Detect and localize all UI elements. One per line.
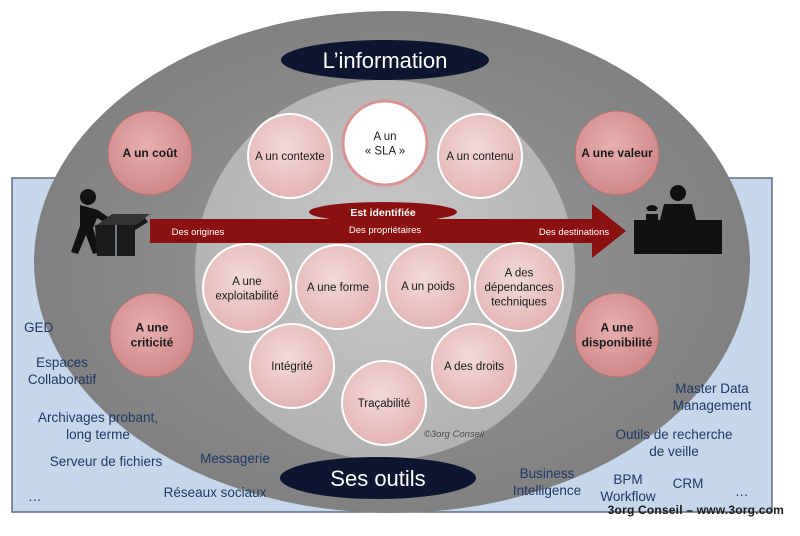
- label-valeur: A une valeur: [581, 146, 653, 160]
- person-at-desk-icon: [634, 185, 722, 254]
- circle-sla: [341, 99, 429, 187]
- label-sla: A un« SLA »: [365, 131, 405, 158]
- circle-cout: [107, 110, 193, 196]
- title: L’information: [323, 48, 448, 73]
- arrow-origins: Des origines: [172, 227, 225, 238]
- person-packing-icon: [71, 189, 150, 256]
- tool-serveur-fichiers: Serveur de fichiers: [49, 454, 163, 469]
- label-cout: A un coût: [123, 146, 178, 160]
- circle-integrite: [249, 323, 335, 409]
- label-contenu: A un contenu: [446, 151, 513, 163]
- circle-forme: [295, 244, 381, 330]
- tool-ellipsis-left: …: [28, 489, 42, 504]
- tool-messagerie: Messagerie: [200, 451, 270, 466]
- circle-dependances: [474, 242, 564, 332]
- tool-crm: CRM: [672, 476, 704, 491]
- circle-valeur: [574, 110, 660, 196]
- watermark: ©3org Conseil: [424, 429, 485, 440]
- circle-poids: [385, 243, 471, 329]
- tool-master-data: Master Data Management: [672, 381, 752, 413]
- tool-ellipsis-right: …: [735, 484, 749, 499]
- tool-business-intelligence: Business Intelligence: [512, 466, 582, 498]
- title-pill: [281, 40, 489, 80]
- arrow-identified: Est identifiée: [350, 207, 416, 219]
- tool-ged: GED: [24, 320, 54, 335]
- label-forme: A une forme: [307, 282, 369, 294]
- arrow-owners: Des propriétaires: [349, 225, 422, 236]
- flow-arrow: [150, 204, 626, 258]
- arrow-destinations: Des destinations: [539, 227, 609, 238]
- label-poids: A un poids: [401, 281, 455, 293]
- circle-disponibilite: [574, 292, 660, 378]
- tool-bpm-workflow: BPM Workflow: [600, 472, 656, 504]
- tool-espaces-collaboratif: Espaces Collaboratif: [27, 355, 97, 387]
- label-integrite: Intégrité: [271, 361, 313, 373]
- circle-contexte: [247, 113, 333, 199]
- circle-exploitabilite: [202, 243, 292, 333]
- bottom-title: Ses outils: [330, 466, 425, 491]
- label-contexte: A un contexte: [255, 151, 325, 163]
- identified-banner: [309, 202, 457, 222]
- tool-outils-recherche: Outils de recherche de veille: [615, 427, 733, 459]
- bottom-title-pill: [280, 457, 476, 499]
- label-tracabilite: Traçabilité: [358, 398, 411, 410]
- footer-credit: 3org Conseil – www.3org.com: [607, 503, 784, 517]
- circle-criticite: [109, 292, 195, 378]
- circle-tracabilite: [341, 360, 427, 446]
- tool-archivages: Archivages probant, long terme: [37, 410, 159, 442]
- tool-reseaux-sociaux: Réseaux sociaux: [163, 485, 267, 500]
- circle-contenu: [437, 113, 523, 199]
- circle-droits: [431, 323, 517, 409]
- label-droits: A des droits: [444, 361, 504, 373]
